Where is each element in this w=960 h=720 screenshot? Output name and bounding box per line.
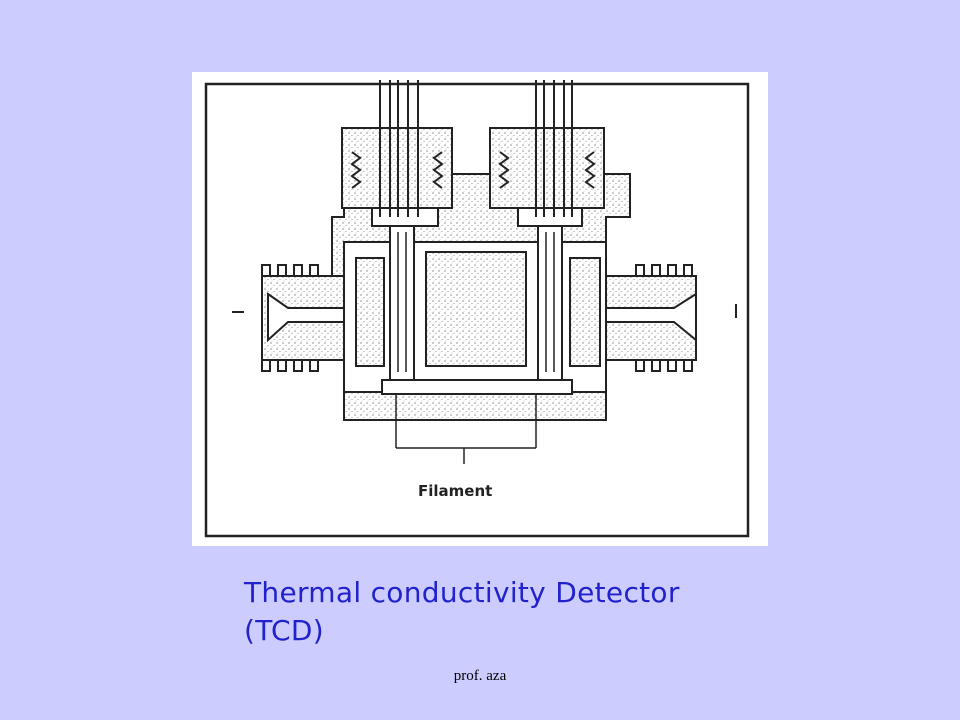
caption-line-2: (TCD) (244, 614, 324, 647)
tcd-diagram: Filament (192, 72, 768, 546)
sample-cell (569, 257, 601, 367)
reference-cell (355, 257, 385, 367)
tcd-diagram-svg: Filament (204, 80, 750, 538)
outer-frame (204, 82, 750, 538)
left-fitting-teeth (261, 264, 319, 372)
caption-line-1: Thermal conductivity Detector (244, 576, 680, 609)
bottom-passage (381, 379, 573, 395)
right-tubes (535, 80, 573, 217)
center-block (425, 251, 527, 367)
filament-label: Filament (418, 482, 492, 500)
right-fitting-teeth (635, 264, 693, 372)
right-cap-threads (498, 151, 596, 189)
right-cap (489, 127, 605, 209)
left-cap-threads (350, 151, 444, 189)
left-filament-channel (389, 225, 415, 381)
footer-author: prof. aza (453, 668, 507, 684)
right-filament-channel (537, 225, 563, 381)
diagram-caption: Thermal conductivity Detector (TCD) (244, 574, 764, 650)
filament-leads (395, 394, 537, 464)
left-tubes (379, 80, 419, 217)
